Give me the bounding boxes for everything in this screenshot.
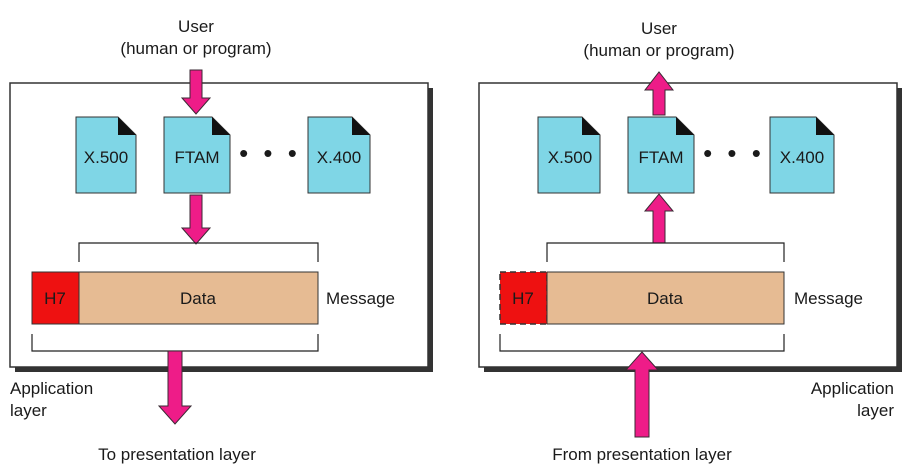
right-panel: User (human or program) X.500 FTAM • • •… — [478, 19, 902, 464]
right-doc-ftam: FTAM — [627, 116, 695, 194]
right-arrow-message-to-ftam — [643, 193, 675, 244]
left-doc-x400-label: X.400 — [317, 148, 361, 167]
left-doc-ftam-label: FTAM — [174, 148, 219, 167]
left-data-block — [78, 271, 319, 325]
left-arrow-ftam-to-message — [180, 194, 212, 245]
right-bottom-bracket — [499, 334, 785, 352]
left-layer-label-line2: layer — [10, 401, 47, 420]
left-message-label: Message — [326, 289, 395, 308]
left-layer-label-line1: Application — [10, 379, 93, 398]
left-user-label: User — [178, 17, 214, 36]
right-top-bracket — [546, 242, 785, 262]
left-user-subtitle: (human or program) — [120, 39, 271, 58]
right-header-h7-label: H7 — [512, 289, 534, 308]
right-doc-x500-label: X.500 — [548, 148, 592, 167]
left-ellipsis: • • • — [239, 138, 301, 168]
right-doc-ftam-label: FTAM — [638, 148, 683, 167]
left-bottom-label: To presentation layer — [98, 445, 256, 464]
left-header-h7-label: H7 — [44, 289, 66, 308]
left-doc-x400: X.400 — [307, 116, 371, 194]
left-doc-x500: X.500 — [75, 116, 137, 194]
right-data-label: Data — [647, 289, 683, 308]
left-top-bracket — [78, 242, 319, 262]
right-ellipsis: • • • — [703, 138, 765, 168]
right-doc-x400: X.400 — [769, 116, 835, 194]
left-arrow-user-to-ftam — [180, 69, 212, 115]
left-doc-x500-label: X.500 — [84, 148, 128, 167]
right-bottom-label: From presentation layer — [552, 445, 732, 464]
right-message-label: Message — [794, 289, 863, 308]
right-user-label: User — [641, 19, 677, 38]
right-layer-label-line2: layer — [857, 401, 894, 420]
left-data-label: Data — [180, 289, 216, 308]
right-doc-x500: X.500 — [537, 116, 601, 194]
left-doc-ftam: FTAM — [163, 116, 231, 194]
left-header-h7 — [31, 271, 80, 325]
right-user-subtitle: (human or program) — [583, 41, 734, 60]
right-data-block — [546, 271, 785, 325]
left-panel: User (human or program) X.500 FTAM • • •… — [9, 17, 433, 464]
right-arrow-from-presentation — [624, 351, 660, 438]
right-arrow-ftam-to-user — [643, 71, 675, 116]
left-arrow-to-presentation — [157, 350, 193, 425]
right-doc-x400-label: X.400 — [780, 148, 824, 167]
right-header-h7 — [499, 271, 548, 325]
right-layer-label-line1: Application — [811, 379, 894, 398]
